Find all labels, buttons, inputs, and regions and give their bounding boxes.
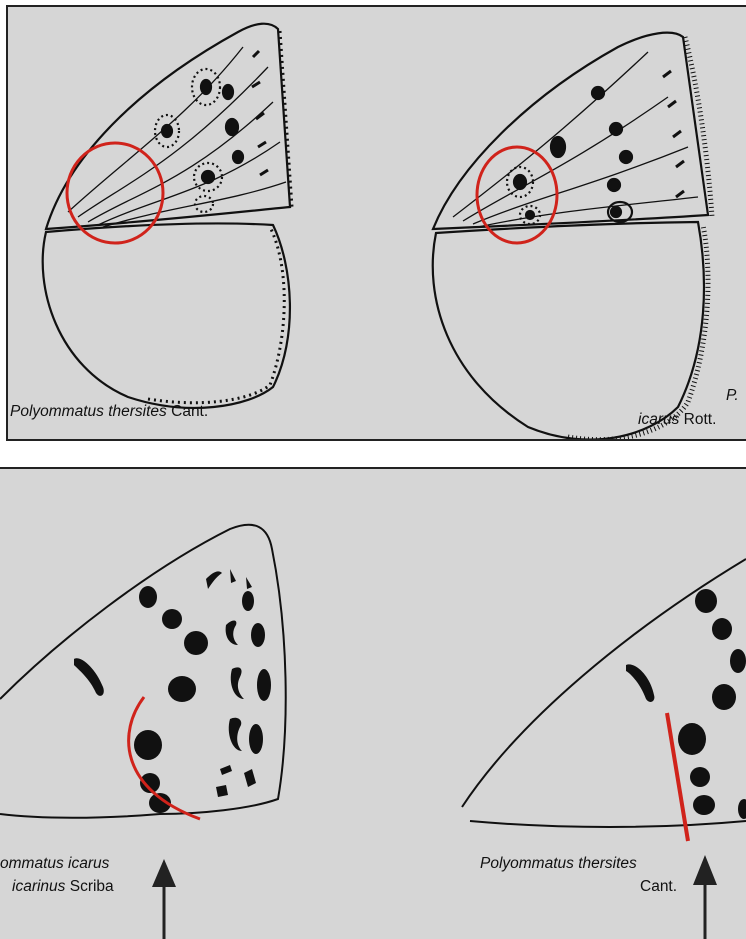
right-arrow-icon: [693, 855, 717, 939]
caption-right-genus: P.: [726, 387, 739, 405]
caption-bottom-left-line1: ommatus icarus: [0, 855, 109, 873]
caption-right-species: icarus Rott.: [638, 411, 716, 429]
right-hindwing-outline: [433, 222, 704, 440]
caption-bottom-left-line2: icarinus Scriba: [12, 878, 114, 896]
right-wing-drawing: [433, 33, 712, 440]
caption-bottom-right-line1: Polyommatus thersites: [480, 855, 637, 873]
left-wing-drawing: [43, 24, 292, 408]
caption-left-species: Polyommatus thersites Cant.: [10, 403, 208, 421]
top-panel: Polyommatus thersites Cant. P. icarus Ro…: [6, 5, 746, 441]
right-forewing-outline: [433, 33, 708, 229]
top-wing-drawings: [8, 7, 746, 441]
caption-bottom-right-line2: Cant.: [640, 878, 677, 896]
left-bottom-forewing: [0, 525, 286, 818]
left-red-boundary-line: [129, 697, 200, 819]
left-arrow-icon: [152, 859, 176, 939]
left-bottom-spots: [74, 569, 271, 813]
bottom-panel: ommatus icarus icarinus Scriba Polyommat…: [0, 467, 746, 939]
right-bottom-spots: [626, 589, 746, 819]
left-hindwing-outline: [43, 223, 290, 407]
